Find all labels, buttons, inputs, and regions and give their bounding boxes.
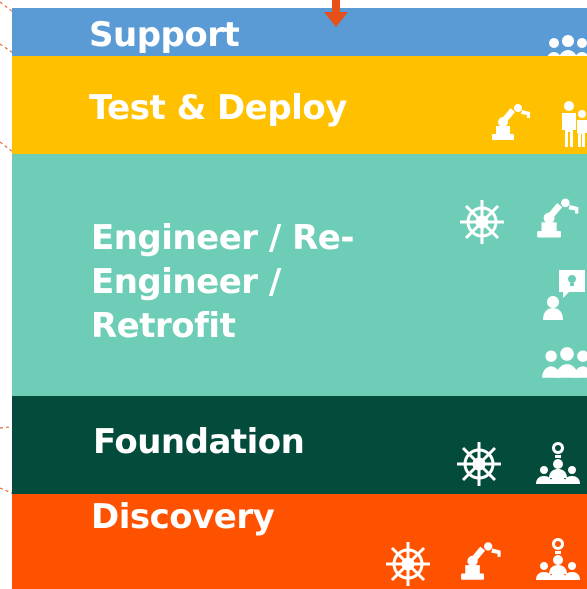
band-test-deploy: Test & Deploy [12, 56, 587, 154]
band-label-discovery: Discovery [91, 497, 275, 537]
band-discovery: Discovery [12, 494, 587, 589]
band-label-test-deploy: Test & Deploy [89, 88, 347, 128]
ship-wheel-icon [458, 198, 506, 246]
band-label-engineer: Engineer / Re- Engineer / Retrofit [91, 218, 354, 346]
idea-team-icon [536, 440, 580, 486]
band-label-foundation: Foundation [93, 422, 305, 462]
ship-wheel-icon [455, 440, 503, 488]
band-engineer: Engineer / Re- Engineer / Retrofit [12, 154, 587, 396]
band-support: Support [12, 8, 587, 62]
robot-arm-icon [459, 540, 509, 582]
robot-arm-icon [490, 102, 538, 142]
band-foundation: Foundation [12, 396, 587, 494]
people-group-icon [539, 346, 587, 380]
ship-wheel-icon [384, 540, 432, 588]
person-icon [559, 100, 587, 148]
idea-team-icon [536, 536, 580, 582]
robot-arm-icon [535, 196, 587, 240]
down-arrow-icon [324, 0, 348, 27]
idea-presenter-icon [543, 268, 587, 320]
band-label-support: Support [89, 15, 240, 55]
